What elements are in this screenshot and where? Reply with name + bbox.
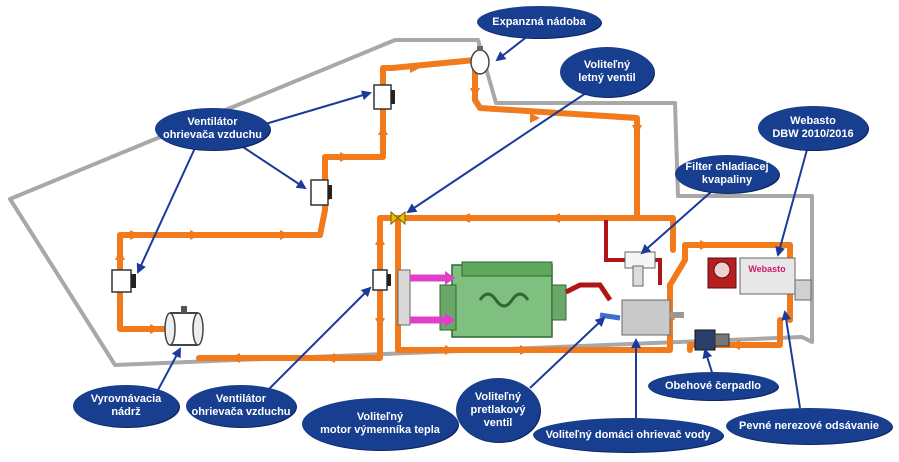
coolant-filter-shape — [604, 220, 662, 287]
callout-pointers — [136, 31, 809, 422]
callout-expansion-tank-text: Expanzná nádoba — [492, 15, 586, 28]
callout-domestic-heater-text: Voliteľný domáci ohrievač vody — [545, 428, 711, 441]
callout-circulation-pump: Obehové čerpadlo — [648, 372, 778, 400]
callout-circulation-pump-text: Obehové čerpadlo — [665, 379, 761, 392]
callout-domestic-heater: Voliteľný domáci ohrievač vody — [533, 418, 723, 452]
webasto-brand-text: Webasto — [748, 264, 786, 274]
callout-exhaust: Pevné nerezové odsávanie — [726, 408, 892, 444]
expansion-tank-shape — [470, 46, 490, 75]
engine-shape — [397, 261, 567, 338]
callout-engine-exchanger-text: Voliteľný motor výmenníka tepla — [320, 411, 440, 436]
callout-webasto: Webasto DBW 2010/2016 — [758, 106, 868, 150]
domestic-water-heater-shape — [564, 282, 684, 336]
callout-coolant-filter-text: Filter chladiacej kvapaliny — [685, 161, 769, 186]
callout-summer-valve: Voliteľný letný ventil — [560, 47, 654, 97]
callout-air-heater-fan-top-text: Ventilátor ohrievača vzduchu — [162, 116, 263, 141]
callout-pressure-valve: Voliteľný pretlakový ventil — [456, 378, 540, 442]
callout-expansion-tank: Expanzná nádoba — [477, 6, 601, 38]
callout-equalizing-tank-text: Vyrovnávacia nádrž — [90, 393, 162, 418]
callout-engine-exchanger: Voliteľný motor výmenníka tepla — [302, 398, 458, 450]
callout-equalizing-tank: Vyrovnávacia nádrž — [73, 385, 179, 427]
fan-unit-middle — [310, 179, 332, 206]
callout-webasto-text: Webasto DBW 2010/2016 — [772, 115, 854, 140]
fan-unit-top — [373, 84, 395, 110]
fan-unit-left — [111, 269, 136, 293]
callout-coolant-filter: Filter chladiacej kvapaliny — [675, 155, 779, 193]
callout-air-heater-fan-bottom: Ventilátor ohrievača vzduchu — [186, 385, 296, 427]
callout-air-heater-fan-bottom-text: Ventilátor ohrievača vzduchu — [191, 393, 291, 418]
boat-hull-outline — [8, 38, 814, 367]
callout-air-heater-fan-top: Ventilátor ohrievača vzduchu — [155, 108, 270, 150]
equalizing-tank-shape — [164, 306, 204, 346]
callout-summer-valve-text: Voliteľný letný ventil — [578, 59, 636, 84]
callout-exhaust-text: Pevné nerezové odsávanie — [738, 419, 879, 432]
webasto-heater-shape: Webasto — [707, 257, 812, 301]
callout-pressure-valve-text: Voliteľný pretlakový ventil — [470, 390, 526, 429]
circulation-pump-shape — [694, 329, 730, 351]
summer-valve-shape — [390, 210, 406, 226]
fan-unit-engine — [372, 269, 391, 291]
